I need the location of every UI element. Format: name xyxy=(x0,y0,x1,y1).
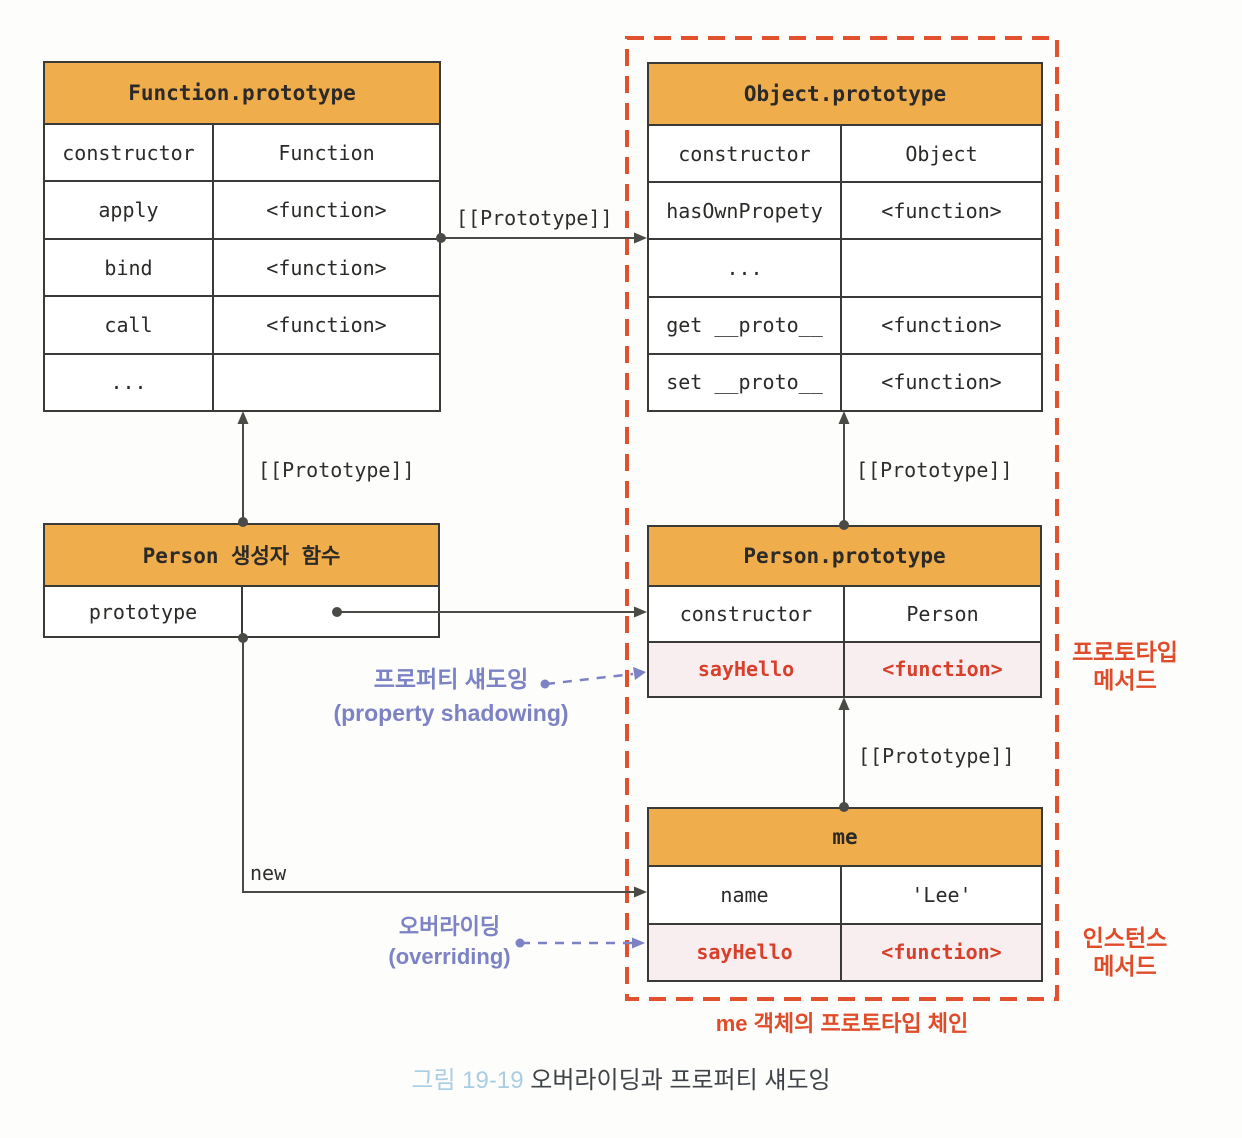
table-row-overriding-method: sayHello <function> xyxy=(649,924,1041,980)
prototype-link-label-right-lower: [[Prototype]] xyxy=(858,744,1015,768)
figure-caption: 그림 19-19 오버라이딩과 프로퍼티 섀도잉 xyxy=(0,1060,1242,1095)
property-value: Function xyxy=(278,140,375,165)
property-key: ... xyxy=(45,354,214,411)
property-key: set __proto__ xyxy=(649,354,842,411)
property-shadowing-annotation: 프로퍼티 섀도잉 (property shadowing) xyxy=(325,662,577,730)
figure-caption-text: 오버라이딩과 프로퍼티 섀도잉 xyxy=(530,1067,831,1094)
property-key: hasOwnPropety xyxy=(649,183,842,239)
person-constructor-table: Person 생성자 함수 prototype xyxy=(43,523,440,638)
property-shadowing-korean: 프로퍼티 섀도잉 xyxy=(373,666,529,692)
function-prototype-title: Function.prototype xyxy=(45,63,439,125)
object-prototype-title: Object.prototype xyxy=(649,64,1041,126)
property-key: bind xyxy=(45,239,214,296)
property-key: call xyxy=(45,297,214,353)
prototype-link-label-right-upper: [[Prototype]] xyxy=(856,458,1013,482)
instance-method-annotation: 인스턴스 메서드 xyxy=(1060,924,1190,980)
property-key: constructor xyxy=(649,126,842,182)
table-row: bind <function> xyxy=(45,239,439,298)
prototype-arrow-person-prototype-to-object-prototype xyxy=(838,411,850,530)
person-prototype-title: Person.prototype xyxy=(649,527,1040,587)
prototype-link-label-left: [[Prototype]] xyxy=(258,458,415,482)
prototype-arrow-person-to-function xyxy=(237,411,249,527)
new-operator-label: new xyxy=(250,861,287,885)
person-prototype-table: Person.prototype constructor Person sayH… xyxy=(647,525,1042,698)
instance-method-line2: 메서드 xyxy=(1093,953,1157,979)
me-object-title: me xyxy=(649,809,1041,867)
prototype-method-line2: 메서드 xyxy=(1093,667,1157,693)
property-value: <function> xyxy=(845,642,1040,696)
table-row: constructor Person xyxy=(649,587,1040,643)
property-key: sayHello xyxy=(649,642,845,696)
figure-number: 그림 19-19 xyxy=(411,1067,524,1094)
function-prototype-table: Function.prototype constructor Function … xyxy=(43,61,441,412)
property-value xyxy=(842,240,1041,295)
property-value: <function> xyxy=(881,370,1002,395)
property-shadowing-english: (property shadowing) xyxy=(333,700,569,726)
table-row: constructor Function xyxy=(45,125,439,183)
property-key: name xyxy=(649,867,842,923)
object-prototype-table: Object.prototype constructor Object hasO… xyxy=(647,62,1043,412)
property-value: <function> xyxy=(881,313,1002,338)
property-key: ... xyxy=(649,240,842,296)
prototype-chain-box-label: me 객체의 프로토타입 체인 xyxy=(715,1011,969,1036)
prototype-arrow-me-to-person-prototype xyxy=(838,697,850,812)
property-value: Person xyxy=(906,601,979,626)
overriding-korean: 오버라이딩 xyxy=(398,914,501,939)
property-value: <function> xyxy=(266,312,387,337)
table-row: call <function> xyxy=(45,297,439,355)
table-row: prototype xyxy=(45,587,438,636)
table-row: get __proto__ <function> xyxy=(649,297,1041,355)
property-value xyxy=(214,355,439,410)
property-value: <function> xyxy=(266,198,387,223)
property-value: <function> xyxy=(881,198,1002,223)
property-value: <function> xyxy=(266,255,387,280)
instance-method-line1: 인스턴스 xyxy=(1082,925,1168,951)
overriding-english: (overriding) xyxy=(388,944,511,969)
me-object-table: me name 'Lee' sayHello <function> xyxy=(647,807,1043,982)
property-value: 'Lee' xyxy=(911,882,972,907)
property-key: prototype xyxy=(45,587,243,636)
table-row: set __proto__ <function> xyxy=(649,354,1041,411)
property-key: constructor xyxy=(649,587,845,641)
property-key: sayHello xyxy=(649,924,842,980)
property-key: apply xyxy=(45,182,214,238)
table-row: name 'Lee' xyxy=(649,867,1041,925)
prototype-arrow-function-to-object xyxy=(436,232,647,244)
table-row: ... xyxy=(45,354,439,411)
prototype-method-line1: 프로토타입 xyxy=(1072,639,1178,665)
property-key: get __proto__ xyxy=(649,297,842,353)
person-constructor-title: Person 생성자 함수 xyxy=(45,525,438,587)
property-value: Object xyxy=(905,141,978,166)
property-key: constructor xyxy=(45,125,214,181)
prototype-method-annotation: 프로토타입 메서드 xyxy=(1060,638,1190,694)
table-row: hasOwnPropety <function> xyxy=(649,183,1041,241)
overriding-annotation: 오버라이딩 (overriding) xyxy=(372,912,527,972)
table-row: ... xyxy=(649,240,1041,298)
table-row: apply <function> xyxy=(45,182,439,240)
overriding-pointer-arrow xyxy=(515,937,645,949)
table-row: constructor Object xyxy=(649,126,1041,184)
prototype-link-label-top: [[Prototype]] xyxy=(456,206,613,230)
property-value: <function> xyxy=(842,924,1041,980)
table-row-shadowed-method: sayHello <function> xyxy=(649,642,1040,696)
property-value xyxy=(243,587,438,636)
